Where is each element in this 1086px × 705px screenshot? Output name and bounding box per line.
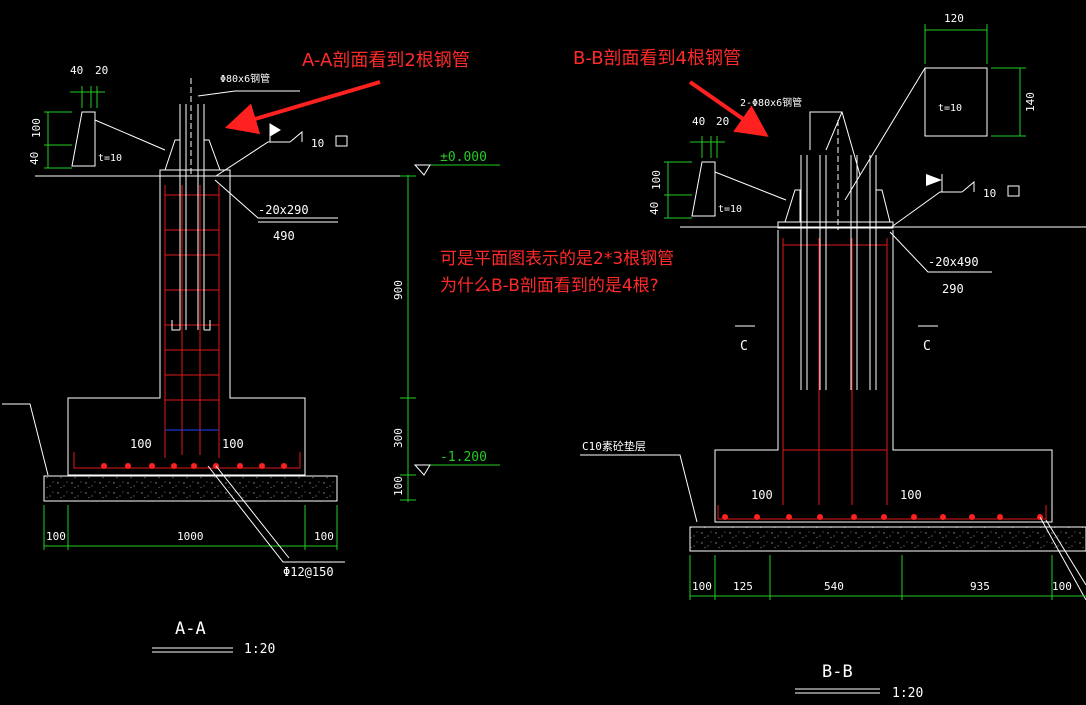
weld-size: 10	[311, 137, 324, 150]
rebar-cage	[717, 238, 1047, 520]
footing-outline	[67, 176, 306, 476]
pipe-label: Φ80x6钢管	[220, 72, 270, 85]
dim-40: 40	[70, 64, 83, 77]
steel-pipes	[800, 120, 877, 390]
dim-100-vertical: 100	[392, 476, 405, 496]
aa-note: A-A剖面看到2根钢管	[302, 50, 470, 71]
dim-40-vertical: 40	[28, 152, 41, 165]
base-right: 100	[314, 530, 334, 543]
cut-c-right: C	[923, 339, 931, 354]
section-bb: 40 20 100 40 t=10 2-Φ80x6钢管 120 140 t=10…	[580, 12, 1086, 701]
scale: 1:20	[892, 686, 923, 701]
plate-length: 490	[273, 229, 295, 243]
stiffeners	[164, 139, 221, 171]
bb-note: B-B剖面看到4根钢管	[573, 48, 741, 69]
cover-right: 100	[222, 437, 244, 451]
bb-arrow	[688, 80, 769, 137]
plate-label: -20x290	[258, 203, 309, 217]
base-125: 125	[733, 580, 753, 593]
dim-20: 20	[716, 115, 729, 128]
section-title: A-A	[175, 619, 206, 639]
dim-20: 20	[95, 64, 108, 77]
excavation-line	[650, 454, 698, 523]
plate-length: 290	[942, 282, 964, 296]
cover-left: 100	[130, 437, 152, 451]
base-935: 935	[970, 580, 990, 593]
concrete-bed	[43, 475, 338, 502]
question-line-1: 可是平面图表示的是2*3根钢管	[440, 249, 674, 269]
base-100: 100	[692, 580, 712, 593]
cover-right: 100	[900, 488, 922, 502]
aa-arrow	[224, 80, 381, 135]
cut-c-left: C	[740, 339, 748, 354]
rebar-label: Φ12@150	[283, 565, 334, 579]
weld-symbol	[215, 123, 290, 177]
thickness-label: t=10	[718, 204, 742, 215]
footing-outline	[714, 230, 1053, 523]
base-plate	[159, 169, 231, 177]
elevation-top: ±0.000	[440, 150, 487, 165]
dim-100: 100	[650, 170, 663, 190]
stiffener-dims	[44, 86, 105, 169]
concrete-bed	[689, 526, 1086, 552]
dim-100: 100	[30, 118, 43, 138]
dim-40-vertical: 40	[648, 202, 661, 215]
plate-label: -20x490	[928, 255, 979, 269]
stiffeners	[784, 189, 891, 223]
elevation-bottom: -1.200	[440, 450, 487, 465]
scale: 1:20	[244, 642, 275, 657]
base-dims	[43, 505, 338, 550]
base-dims	[689, 555, 1086, 600]
dim-40: 40	[692, 115, 705, 128]
section-aa: 40 20 100 40 t=10 Φ80x6钢管 10 -20x290 490…	[2, 64, 500, 657]
question-line-2: 为什么B-B剖面看到的是4根?	[440, 276, 659, 296]
stiffener-detail	[691, 161, 716, 217]
cover-left: 100	[751, 488, 773, 502]
dim-300: 300	[392, 428, 405, 448]
steel-pipes	[171, 78, 211, 331]
bed-label: C10素砼垫层	[582, 439, 646, 453]
plate-detail	[924, 67, 988, 137]
dim-140: 140	[1024, 92, 1037, 112]
pipe-label: 2-Φ80x6钢管	[740, 96, 802, 109]
base-mid: 1000	[177, 530, 204, 543]
base-left: 100	[46, 530, 66, 543]
weld-size: 10	[983, 187, 996, 200]
stiffener-detail	[71, 111, 96, 167]
section-title: B-B	[822, 662, 853, 682]
rebar-cage	[73, 185, 301, 469]
dim-120: 120	[944, 12, 964, 25]
stiffener-dims	[664, 136, 725, 219]
excavation-line	[2, 403, 49, 476]
thickness-label: t=10	[98, 153, 122, 164]
thickness-label-top: t=10	[938, 103, 962, 114]
base-100-right: 100	[1052, 580, 1072, 593]
annotations: A-A剖面看到2根钢管 B-B剖面看到4根钢管 可是平面图表示的是2*3根钢管 …	[224, 48, 769, 296]
base-plate	[777, 221, 894, 229]
base-540: 540	[824, 580, 844, 593]
dim-900: 900	[392, 280, 405, 300]
